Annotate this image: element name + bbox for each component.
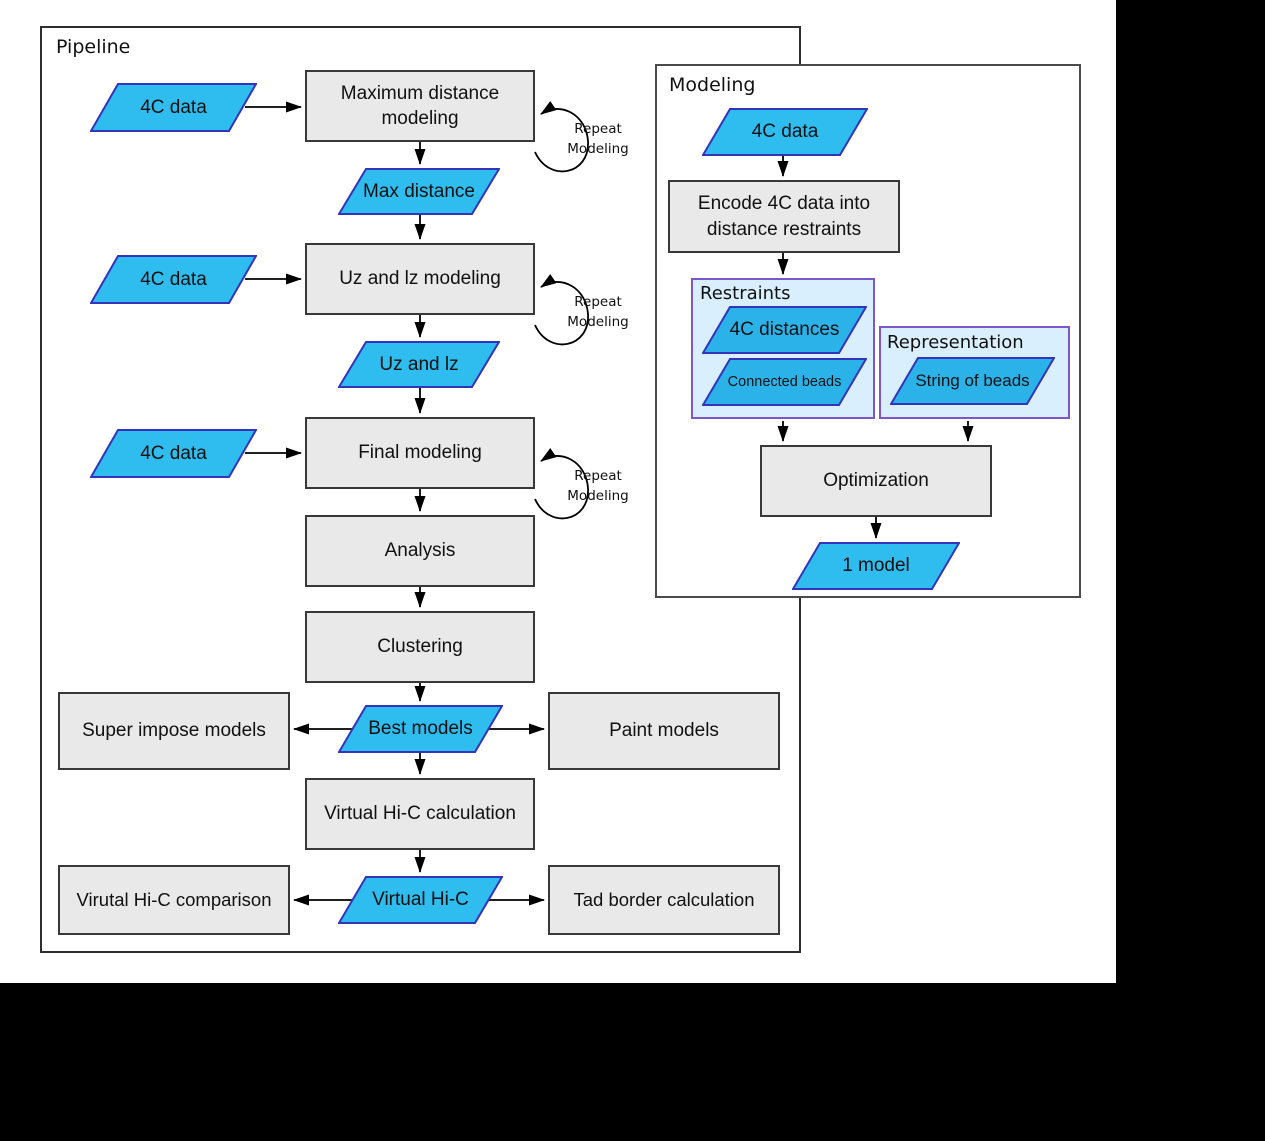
step-label: Analysis (384, 540, 456, 562)
repeat-line: Repeat (574, 294, 622, 310)
data-label: String of beads (915, 371, 1030, 390)
data-4c-data-1: 4C data (90, 83, 257, 132)
step-label: Optimization (823, 470, 929, 492)
data-m-4c-data: 4C data (702, 108, 868, 156)
data-label: 4C distances (729, 319, 840, 340)
data-label: Virtual Hi-C (372, 889, 469, 910)
step-clustering: Clustering (305, 611, 535, 683)
step-label: Maximum distance modeling (340, 82, 500, 129)
data-max-distance: Max distance (338, 168, 500, 215)
parallelogram-shape (90, 255, 257, 304)
data-best-models: Best models (338, 705, 503, 753)
data-label: 4C data (751, 121, 819, 142)
data-connected-beads: Connected beads (702, 358, 867, 406)
data-virtual-hic: Virtual Hi-C (338, 876, 503, 924)
step-analysis: Analysis (305, 515, 535, 587)
data-1-model: 1 model (792, 542, 960, 590)
parallelogram-shape (702, 358, 867, 406)
pipeline-title: Pipeline (56, 36, 131, 58)
step-maximum-distance-modeling: Maximum distance modeling (305, 70, 535, 142)
repeat-modeling-label-2: Repeat Modeling (550, 293, 646, 332)
diagram-canvas: Pipeline Modeling Restraints Representat… (0, 0, 1116, 983)
modeling-title: Modeling (669, 74, 756, 96)
data-label: Max distance (363, 180, 475, 202)
step-label: Virtual Hi-C calculation (324, 803, 516, 825)
step-final-modeling: Final modeling (305, 417, 535, 489)
repeat-line: Modeling (567, 140, 629, 157)
step-label: Tad border calculation (573, 888, 755, 910)
step-label: Super impose models (82, 720, 266, 742)
repeat-modeling-label-1: Repeat Modeling (550, 120, 646, 159)
data-label: 4C data (140, 442, 207, 464)
repeat-line: Repeat (574, 468, 622, 484)
data-label: Connected beads (727, 374, 842, 390)
repeat-line: Modeling (567, 313, 629, 330)
step-label: Final modeling (358, 442, 482, 464)
data-label: Uz and lz (379, 353, 459, 375)
repeat-line: Repeat (574, 121, 622, 137)
parallelogram-shape (338, 705, 503, 753)
parallelogram-shape (338, 168, 500, 215)
repeat-modeling-label-3: Repeat Modeling (550, 467, 646, 506)
parallelogram-shape (338, 341, 500, 388)
parallelogram-shape (90, 83, 257, 132)
data-label: 4C data (140, 96, 207, 118)
step-label: Paint models (609, 720, 719, 742)
data-4c-data-2: 4C data (90, 255, 257, 304)
step-tad-border-calculation: Tad border calculation (548, 865, 780, 935)
data-4c-data-3: 4C data (90, 429, 257, 478)
data-4c-distances: 4C distances (702, 306, 867, 354)
step-paint-models: Paint models (548, 692, 780, 770)
step-label: Clustering (377, 636, 463, 658)
step-uz-and-lz-modeling: Uz and lz modeling (305, 243, 535, 315)
step-optimization: Optimization (760, 445, 992, 517)
step-encode-4c-data: Encode 4C data into distance restraints (668, 180, 900, 253)
representation-title: Representation (887, 332, 1024, 353)
data-label: 4C data (140, 268, 207, 290)
step-label: Virutal Hi-C comparison (76, 888, 272, 910)
data-uz-and-lz: Uz and lz (338, 341, 500, 388)
parallelogram-shape (890, 357, 1055, 405)
data-label: 1 model (842, 555, 910, 576)
parallelogram-shape (702, 306, 867, 354)
parallelogram-shape (792, 542, 960, 590)
data-string-of-beads: String of beads (890, 357, 1055, 405)
restraints-title: Restraints (700, 283, 791, 304)
step-label: Uz and lz modeling (339, 268, 501, 290)
parallelogram-shape (90, 429, 257, 478)
parallelogram-shape (338, 876, 503, 924)
step-virtual-hic-calculation: Virtual Hi-C calculation (305, 778, 535, 850)
repeat-line: Modeling (567, 487, 629, 504)
step-virtual-hic-comparison: Virutal Hi-C comparison (58, 865, 290, 935)
data-label: Best models (368, 718, 473, 739)
step-label: Encode 4C data into distance restraints (697, 193, 871, 240)
parallelogram-shape (702, 108, 868, 156)
step-super-impose-models: Super impose models (58, 692, 290, 770)
